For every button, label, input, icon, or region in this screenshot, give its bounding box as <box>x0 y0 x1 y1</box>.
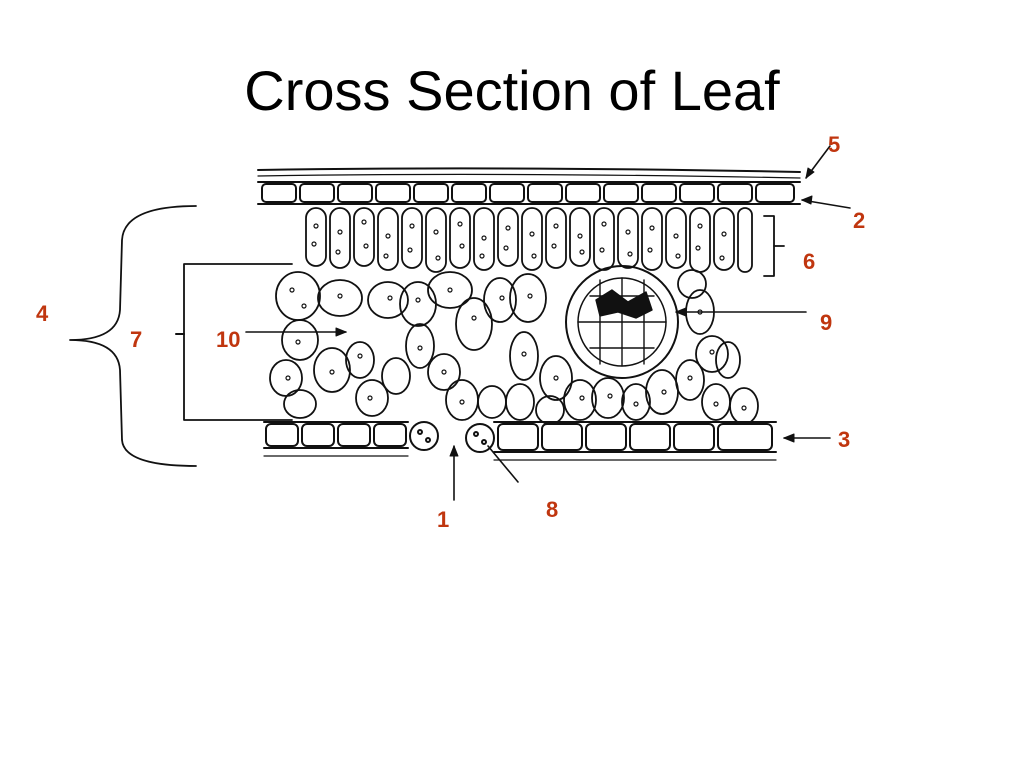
lower-epidermis <box>263 421 777 461</box>
label-1: 1 <box>437 507 450 532</box>
spongy-chloroplast-dots <box>285 287 747 411</box>
label-9: 9 <box>820 310 833 335</box>
spongy-layer <box>269 269 759 425</box>
label-4: 4 <box>36 301 49 326</box>
chloroplast-dots <box>311 219 727 261</box>
label-3: 3 <box>838 427 851 452</box>
bracket-7 <box>183 263 293 421</box>
cuticle-line <box>257 173 801 179</box>
label-7: 7 <box>130 327 143 352</box>
label-5: 5 <box>828 132 841 157</box>
slide-title: Cross Section of Leaf <box>244 59 780 122</box>
bracket-6 <box>763 215 775 277</box>
brace-4 <box>69 205 197 467</box>
label-2: 2 <box>853 208 866 233</box>
label-6: 6 <box>803 249 816 274</box>
label-10: 10 <box>216 327 241 352</box>
palisade-layer <box>305 207 753 273</box>
cuticle-line <box>257 167 801 173</box>
vascular-bundle <box>565 265 679 379</box>
pointer-8 <box>487 445 519 483</box>
upper-epidermis <box>257 181 801 205</box>
label-8: 8 <box>546 497 559 522</box>
